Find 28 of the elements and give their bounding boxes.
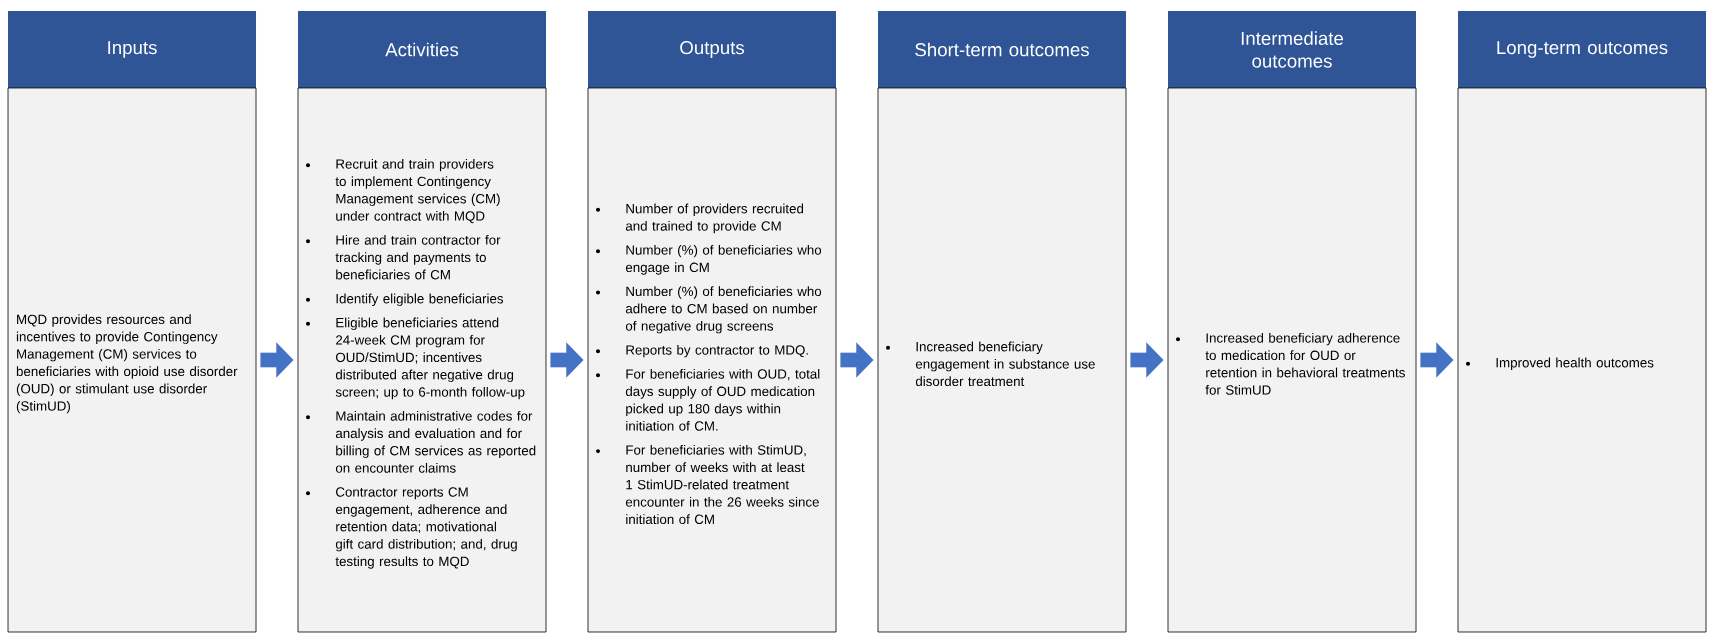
- header-box: Activities: [298, 11, 546, 88]
- body-text: MQD provides resources and incentives to provide Contingency Management (CM) services to beneficiaries with opioid use disorder (OUD) or stimulant use disorder (StimUD): [16, 314, 238, 414]
- column-box: [1457, 87, 1707, 633]
- bullet-text: For beneficiaries with StimUD, number of weeks with at least 1 StimUD-related treatment encounter in the 26 weeks since initiation of CM: [625, 444, 819, 525]
- bullet-text: Eligible beneficiaries attend 24-week CM program for OUD/StimUD; incentives distributed after negative drug screen; up to 6-month follow-up: [335, 317, 525, 400]
- column-box: [1167, 87, 1417, 633]
- header-box: Inputs: [8, 11, 256, 88]
- bullet-text: Maintain administrative codes for analysis and evaluation and for billing of CM services as reported on encounter claims: [335, 410, 536, 473]
- bullet-text: For beneficiaries with OUD, total days supply of OUD medication picked up 180 days within initiation of CM.: [625, 368, 820, 431]
- bullet-text: Increased beneficiary engagement in substance use disorder treatment: [915, 341, 1095, 387]
- header-box: Long-term outcomes: [1458, 11, 1706, 88]
- column-box: [297, 87, 547, 633]
- bullet-text: Number of providers recruited and trained to provide CM: [625, 203, 804, 234]
- column-box: [877, 87, 1127, 633]
- bullet-text: Recruit and train providers to implement Contingency Management services (CM) under contract with MQD: [335, 158, 500, 224]
- bullet-text: Contractor reports CM engagement, adherence and retention data; motivational gift card distribution; and, drug testing results to MQD: [335, 487, 517, 569]
- header-box: Short-term outcomes: [878, 11, 1126, 88]
- bullet-text: Identify eligible beneficiaries: [336, 293, 504, 307]
- header-box: Outputs: [588, 11, 836, 88]
- bullet-text: Increased beneficiary adherence to medication for OUD or retention in behavioral treatments for StimUD: [1205, 332, 1405, 395]
- bullet-text: Number (%) of beneficiaries who adhere to CM based on number of negative drug screens: [625, 286, 822, 334]
- header-box: Intermediate outcomes: [1168, 11, 1416, 88]
- bullet-text: Improved health outcomes: [1496, 357, 1654, 371]
- bullet-text: Reports by contractor to MDQ.: [626, 344, 808, 358]
- bullet-text: Hire and train contractor for tracking and payments to beneficiaries of CM: [335, 234, 501, 280]
- bullet-text: Number (%) of beneficiaries who engage in CM: [625, 244, 822, 275]
- column-box: [587, 87, 837, 633]
- column-box: [7, 87, 257, 633]
